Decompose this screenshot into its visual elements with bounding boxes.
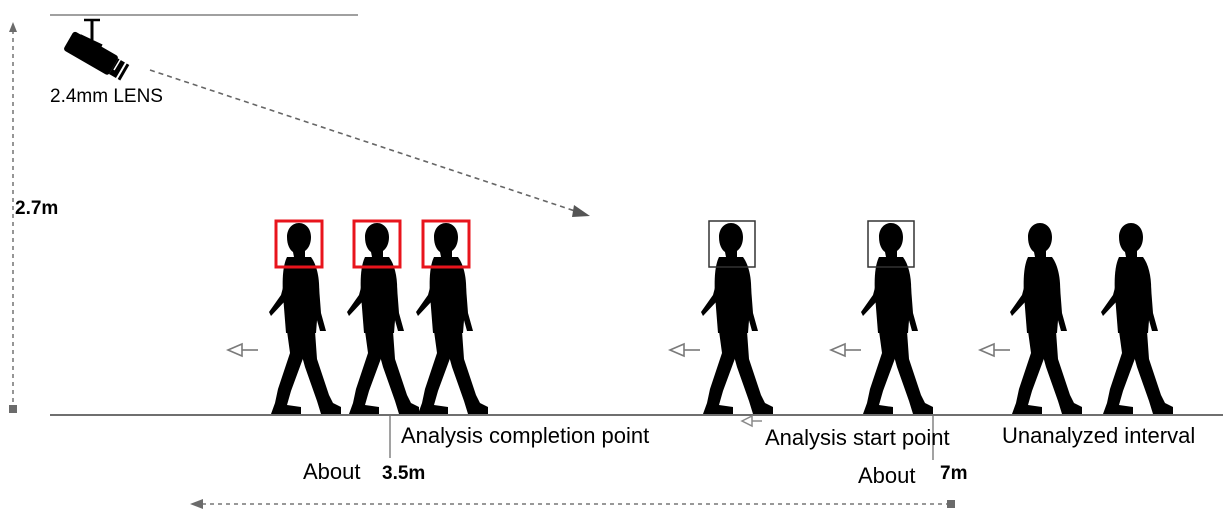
near-distance-value: 3.5m xyxy=(382,463,426,484)
walker-silhouette-7 xyxy=(1101,223,1173,414)
far-distance-prefix: About xyxy=(858,463,916,488)
walker-silhouette-5 xyxy=(861,223,933,414)
height-end-marker xyxy=(9,405,17,413)
face-pending-box xyxy=(867,220,915,268)
face-pending-box xyxy=(708,220,756,268)
face-detected-box xyxy=(352,219,402,269)
height-label: 2.7m xyxy=(15,198,59,219)
face-detected-box xyxy=(274,219,324,269)
walker-silhouette-3 xyxy=(416,223,488,414)
camera-sightline xyxy=(149,69,579,213)
face-detected-box xyxy=(421,219,471,269)
direction-arrow-icon xyxy=(667,342,700,358)
direction-arrow-icon xyxy=(828,342,861,358)
walker-silhouette-2 xyxy=(347,223,419,414)
walker-silhouette-1 xyxy=(269,223,341,414)
far-distance-value: 7m xyxy=(940,463,968,484)
analysis-completion-label: Analysis completion point xyxy=(401,423,650,448)
walker-silhouette-4 xyxy=(701,223,773,414)
near-distance-prefix: About xyxy=(303,459,361,484)
cctv-camera-icon xyxy=(64,18,130,81)
start-arrow-icon xyxy=(740,414,753,428)
lens-label: 2.4mm LENS xyxy=(50,86,163,107)
sightline-arrowhead-icon xyxy=(572,205,590,217)
unanalyzed-interval-label: Unanalyzed interval xyxy=(1002,423,1196,448)
walker-silhouette-6 xyxy=(1010,223,1082,414)
height-arrow-up-icon xyxy=(9,22,17,32)
distance-arrow-left-icon xyxy=(190,499,203,509)
distance-end-marker xyxy=(947,500,955,508)
analysis-start-label: Analysis start point xyxy=(765,425,950,450)
direction-arrow-icon xyxy=(977,342,1010,358)
direction-arrow-icon xyxy=(225,342,258,358)
